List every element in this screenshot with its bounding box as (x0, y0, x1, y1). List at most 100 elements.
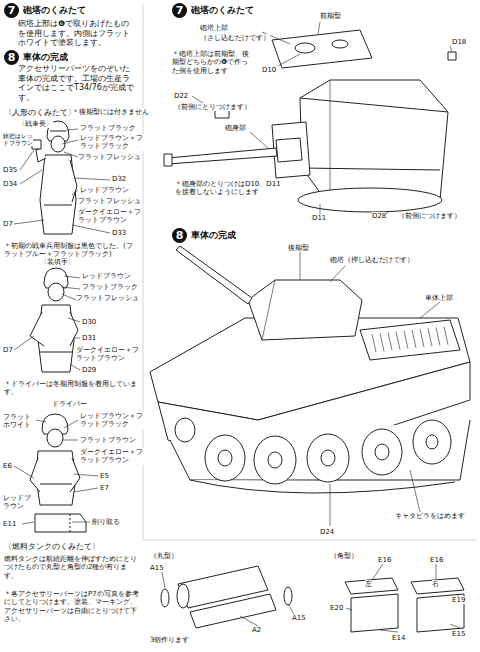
leader-lines (14, 22, 460, 632)
annotation: ＊砲塔上部は前期型、後期型どちらかの❻で作った側を使用します (172, 50, 254, 75)
annotation: アクセサリーパーツをのぞいた車体の完成です。工場の生産ラインではここでT34/7… (18, 64, 136, 102)
part-number: A15 (292, 614, 306, 622)
step-heading: 7 砲塔のくみたて (4, 3, 86, 18)
step-title: 砲塔のくみたて (191, 4, 254, 17)
annotation: ダークイエロー＋フラットブラウン (78, 208, 142, 225)
annotation: ＊各アクセサリーパーツはP7の写真を参考にしてとりつけます。塗装、マーキング、ア… (4, 590, 139, 624)
engine-grille (372, 327, 448, 352)
annotation: （角型） (330, 552, 358, 560)
grille-line (420, 329, 424, 347)
step-heading: 8 車体の完成 (172, 228, 236, 243)
annotation: フラットブラック (80, 124, 136, 132)
divider (143, 540, 476, 541)
part-number: D22 (174, 92, 188, 100)
annotation: ドライバー (52, 400, 87, 408)
annotation: ダークイエロー＋フラットブラウン (76, 346, 140, 363)
annotation: （前側につけます） (398, 212, 461, 220)
part-number: D10 (262, 66, 276, 74)
step-title: 砲塔のくみたて (23, 4, 86, 17)
annotation: ＊後期型には付きません (72, 108, 149, 116)
step-heading: 7 砲塔のくみたて (172, 3, 254, 18)
annotation: レッドブラウン (3, 494, 33, 511)
part-number: E14 (392, 634, 405, 642)
annotation: 後期型 (288, 244, 309, 252)
e11-part (35, 514, 86, 532)
annotation: 車体上部 (425, 294, 453, 302)
part-number: E16 (430, 556, 443, 564)
annotation: 前期型 (320, 12, 341, 20)
part-number: E19 (452, 596, 465, 604)
annotation: フラットフレッシュ (78, 197, 141, 205)
annotation: フラットブラック (82, 283, 138, 291)
annotation: 砲塔上部 (200, 24, 228, 32)
part-number: D31 (82, 334, 96, 342)
annotation: レッドブラウン＋フラットブラック (80, 134, 144, 151)
part-number: D18 (452, 38, 466, 46)
part-number: D35 (3, 166, 17, 174)
part-number: E7 (100, 484, 109, 492)
annotation: ＊砲身部のとりつけはD10、D11を接着しないようにします (175, 180, 285, 197)
annotation: 右 (432, 580, 439, 588)
part-number: A15 (150, 564, 164, 572)
part-number: E20 (330, 604, 343, 612)
annotation: ＊ドライバーは冬期用制服を着用しています。 (4, 380, 139, 397)
step-number: 8 (4, 50, 19, 65)
grille-line (412, 330, 416, 348)
annotation: 〈燃料タンクのくみたて〉 (4, 542, 100, 552)
grille-line (444, 327, 448, 345)
annotation: （さし込むだけです） (200, 34, 270, 42)
annotation: ＊初期の戦車兵用制服は黒色でした。(フラットブルー＋フラットブラック) (4, 242, 139, 259)
annotation: ダークイエロー＋フラットブラウン (80, 448, 144, 465)
annotation: レッドブラウン (80, 186, 129, 194)
part-number: D7 (3, 220, 13, 228)
grille-line (388, 332, 392, 350)
annotation: 〈人形のくみたて〉 (4, 108, 76, 118)
part-number: D34 (3, 180, 17, 188)
step-heading: 8車体の完成 (4, 50, 68, 65)
annotation: レッドブラウン＋フラットブラック (80, 412, 144, 429)
annotation: 砲身部 (225, 124, 246, 132)
grille-line (372, 334, 376, 352)
annotation: 3個作ります (150, 636, 189, 644)
annotation: （丸型） (150, 552, 178, 560)
step-number: 8 (172, 228, 187, 243)
commander-figure (32, 121, 77, 234)
annotation: 砲塔（押し込むだけです） (330, 256, 414, 264)
step-number: 7 (4, 3, 19, 18)
part-number: D24 (320, 528, 334, 536)
annotation: フラットホワイト (3, 413, 33, 430)
loader-figure (30, 268, 78, 372)
annotation: 〈戦車長〉 (18, 120, 53, 128)
step-number: 7 (172, 3, 187, 18)
annotation: フラットフレッシュ (76, 294, 139, 302)
annotation: 燃料タンクは航続距離を伸ばすためにとりつけたもので丸型と角型の2種が有ります。 (4, 555, 139, 580)
tank (150, 246, 470, 493)
driver-figure (30, 414, 80, 505)
grille-line (396, 332, 400, 350)
annotation: レッドブラウン (82, 272, 131, 280)
round-fuel-tank (161, 566, 292, 628)
annotation: （前側にとりつけます） (174, 103, 251, 111)
annotation: フラットブラウン (80, 436, 136, 444)
part-number: E15 (452, 630, 465, 638)
part-number: D30 (82, 318, 96, 326)
annotation: 砲塔上部は❻で取りあげたものを使用します。内側はフラットホワイトで塗装します。 (18, 19, 136, 48)
annotation: 削り取る (92, 518, 120, 526)
grille-line (380, 333, 384, 351)
part-number: A2 (252, 626, 261, 634)
part-number: E11 (3, 520, 16, 528)
grille-line (436, 328, 440, 346)
part-number: D33 (112, 229, 126, 237)
step-title: 車体の完成 (191, 229, 236, 242)
part-number: D28 (372, 212, 386, 220)
part-number: E6 (3, 462, 12, 470)
annotation: 銃把はレッドブラウン (3, 132, 33, 146)
annotation: 左 (365, 580, 372, 588)
part-number: E5 (100, 472, 109, 480)
annotation: フラットフレッシュ (78, 153, 141, 161)
part-number: D29 (82, 366, 96, 374)
turret (164, 30, 456, 212)
part-number: E16 (378, 556, 391, 564)
part-number: D32 (112, 175, 126, 183)
grille-line (404, 331, 408, 349)
